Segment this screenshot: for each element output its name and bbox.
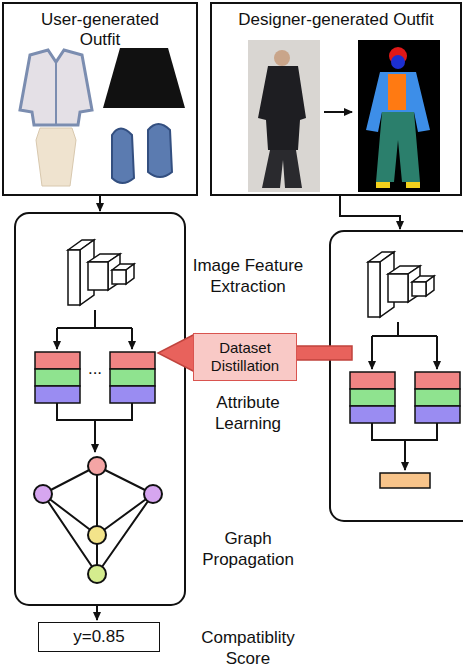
output-box: y=0.85 xyxy=(38,622,160,652)
cnn-icon xyxy=(68,240,134,305)
stage-label: Attribute Learning xyxy=(183,392,313,434)
process-box: Dataset Distillation xyxy=(193,333,297,381)
runway-photo xyxy=(248,40,320,192)
cnn-icon xyxy=(368,252,434,317)
stage-label: Graph Propagation xyxy=(183,528,313,570)
flow-arrow xyxy=(96,606,98,620)
graph xyxy=(34,457,162,583)
model-panel xyxy=(15,213,185,605)
node-text: Designer-generated Outfit xyxy=(238,10,434,30)
stage-label: Compatiblity Score xyxy=(183,627,313,669)
ellipsis: ... xyxy=(83,358,107,379)
segmentation-map xyxy=(358,40,440,192)
input-box: User-generated Outfit xyxy=(2,2,198,196)
flow-arrow xyxy=(99,196,101,211)
node-text: Dataset Distillation xyxy=(198,339,292,375)
node-text: User-generated Outfit xyxy=(33,10,168,50)
stage-label: Image Feature Extraction xyxy=(183,255,313,297)
outfit-items xyxy=(20,48,185,186)
node-text: y=0.85 xyxy=(73,627,125,647)
flow-arrow xyxy=(340,196,400,229)
merge-lines xyxy=(57,403,437,470)
embedding-bar xyxy=(380,473,430,488)
input-box: Designer-generated Outfit xyxy=(210,2,462,196)
transform-arrow xyxy=(324,111,352,113)
model-panel xyxy=(330,231,463,521)
